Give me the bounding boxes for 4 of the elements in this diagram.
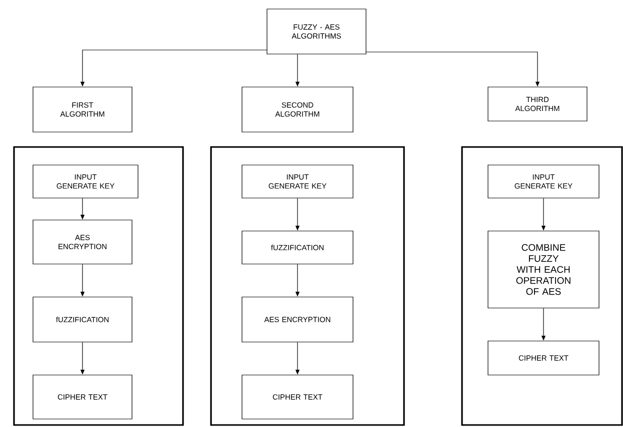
container-box	[210, 146, 405, 426]
container-box	[461, 146, 623, 426]
process-box: COMBINE FUZZY WITH EACH OPERATION OF AES	[488, 230, 600, 308]
container-box	[13, 146, 184, 426]
